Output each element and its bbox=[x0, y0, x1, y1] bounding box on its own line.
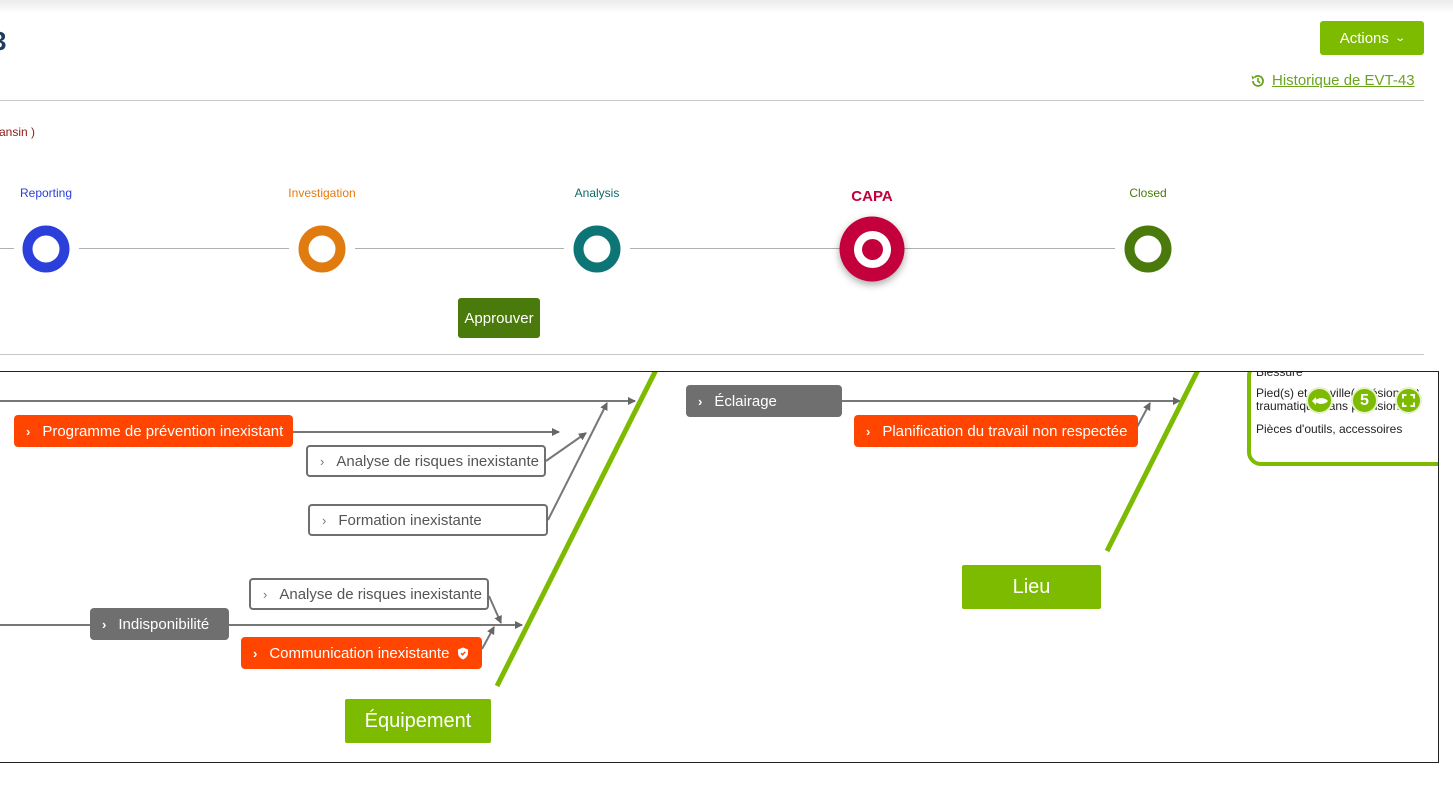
divider-top bbox=[0, 100, 1424, 101]
cause-planification[interactable]: › Planification du travail non respectée bbox=[854, 415, 1138, 447]
step-capa-current[interactable] bbox=[839, 216, 905, 282]
step-reporting[interactable] bbox=[22, 225, 70, 273]
cause-indisponibilite[interactable]: › Indisponibilité bbox=[90, 608, 229, 640]
expand-icon bbox=[1402, 394, 1415, 407]
chevron-right-icon: › bbox=[26, 423, 31, 439]
chevron-right-icon: › bbox=[320, 453, 325, 469]
step-label-reporting: Reporting bbox=[19, 186, 73, 200]
fullscreen-button[interactable] bbox=[1395, 387, 1422, 414]
stepper-line bbox=[79, 248, 289, 249]
step-investigation[interactable] bbox=[298, 225, 346, 273]
page-title: 3 bbox=[0, 26, 6, 57]
cause-eclairage[interactable]: › Éclairage bbox=[686, 385, 842, 417]
chevron-right-icon: › bbox=[866, 423, 871, 439]
cause-analyse-risques-1[interactable]: › Analyse de risques inexistante bbox=[306, 445, 546, 477]
shield-icon bbox=[458, 647, 469, 659]
stepper-line bbox=[630, 248, 840, 249]
cause-label: Indisponibilité bbox=[118, 615, 210, 633]
divider-bottom bbox=[0, 354, 1424, 355]
problem-text-pieces: Pièces d'outils, accessoires bbox=[1256, 422, 1403, 436]
cause-formation[interactable]: › Formation inexistante bbox=[308, 504, 548, 536]
step-analysis[interactable] bbox=[573, 225, 621, 273]
step-capa-dot bbox=[861, 238, 883, 260]
approve-button[interactable]: Approuver bbox=[458, 298, 540, 338]
step-label-analysis: Analysis bbox=[574, 186, 620, 200]
history-icon bbox=[1251, 74, 1264, 87]
problem-text-blessure: Blessure bbox=[1256, 371, 1303, 379]
stepper-line bbox=[904, 248, 1115, 249]
cause-analyse-risques-2[interactable]: › Analyse de risques inexistante bbox=[249, 578, 489, 610]
fishbone-lines bbox=[0, 372, 1200, 688]
chevron-right-icon: › bbox=[698, 393, 703, 409]
actions-button-label: Actions bbox=[1339, 29, 1389, 47]
cause-label: Communication inexistante bbox=[269, 644, 450, 662]
step-label-investigation: Investigation bbox=[288, 186, 356, 200]
cause-label: Planification du travail non respectée bbox=[882, 422, 1128, 440]
category-lieu[interactable]: Lieu bbox=[962, 565, 1101, 609]
problem-text-lesion-1: Pied(s) et cheville(s) lésion et t bbox=[1256, 386, 1420, 400]
chevron-right-icon: › bbox=[253, 645, 258, 661]
chevron-down-icon: ⌄ bbox=[1394, 32, 1406, 44]
cause-label: Analyse de risques inexistante bbox=[279, 585, 482, 603]
history-link[interactable]: Historique de EVT-43 bbox=[1250, 72, 1415, 89]
actions-button[interactable]: Actions ⌄ bbox=[1320, 21, 1424, 55]
cause-label: Programme de prévention inexistant bbox=[42, 422, 284, 440]
fishbone-view-button[interactable] bbox=[1306, 387, 1333, 414]
cause-label: Éclairage bbox=[714, 392, 777, 410]
chevron-right-icon: › bbox=[102, 616, 107, 632]
category-equipement[interactable]: Équipement bbox=[345, 699, 491, 743]
history-link-label: Historique de EVT-43 bbox=[1272, 72, 1415, 89]
cause-label: Formation inexistante bbox=[338, 511, 482, 529]
chevron-right-icon: › bbox=[263, 586, 268, 602]
cause-communication[interactable]: › Communication inexistante bbox=[241, 637, 482, 669]
chevron-right-icon: › bbox=[322, 512, 327, 528]
cause-label: Analyse de risques inexistante bbox=[336, 452, 539, 470]
event-subtitle: ansin ) bbox=[0, 125, 36, 139]
top-shadow bbox=[0, 0, 1453, 14]
cause-count-badge[interactable]: 5 bbox=[1351, 387, 1378, 414]
cause-programme-prevention[interactable]: › Programme de prévention inexistant bbox=[14, 415, 293, 447]
stepper-line bbox=[355, 248, 564, 249]
step-label-closed: Closed bbox=[1129, 186, 1167, 200]
fishbone-diagram[interactable]: › Programme de prévention inexistant › A… bbox=[0, 371, 1439, 763]
step-label-capa: CAPA bbox=[851, 188, 893, 205]
stepper-line bbox=[0, 248, 14, 249]
step-closed[interactable] bbox=[1124, 225, 1172, 273]
fish-icon bbox=[1311, 396, 1328, 405]
